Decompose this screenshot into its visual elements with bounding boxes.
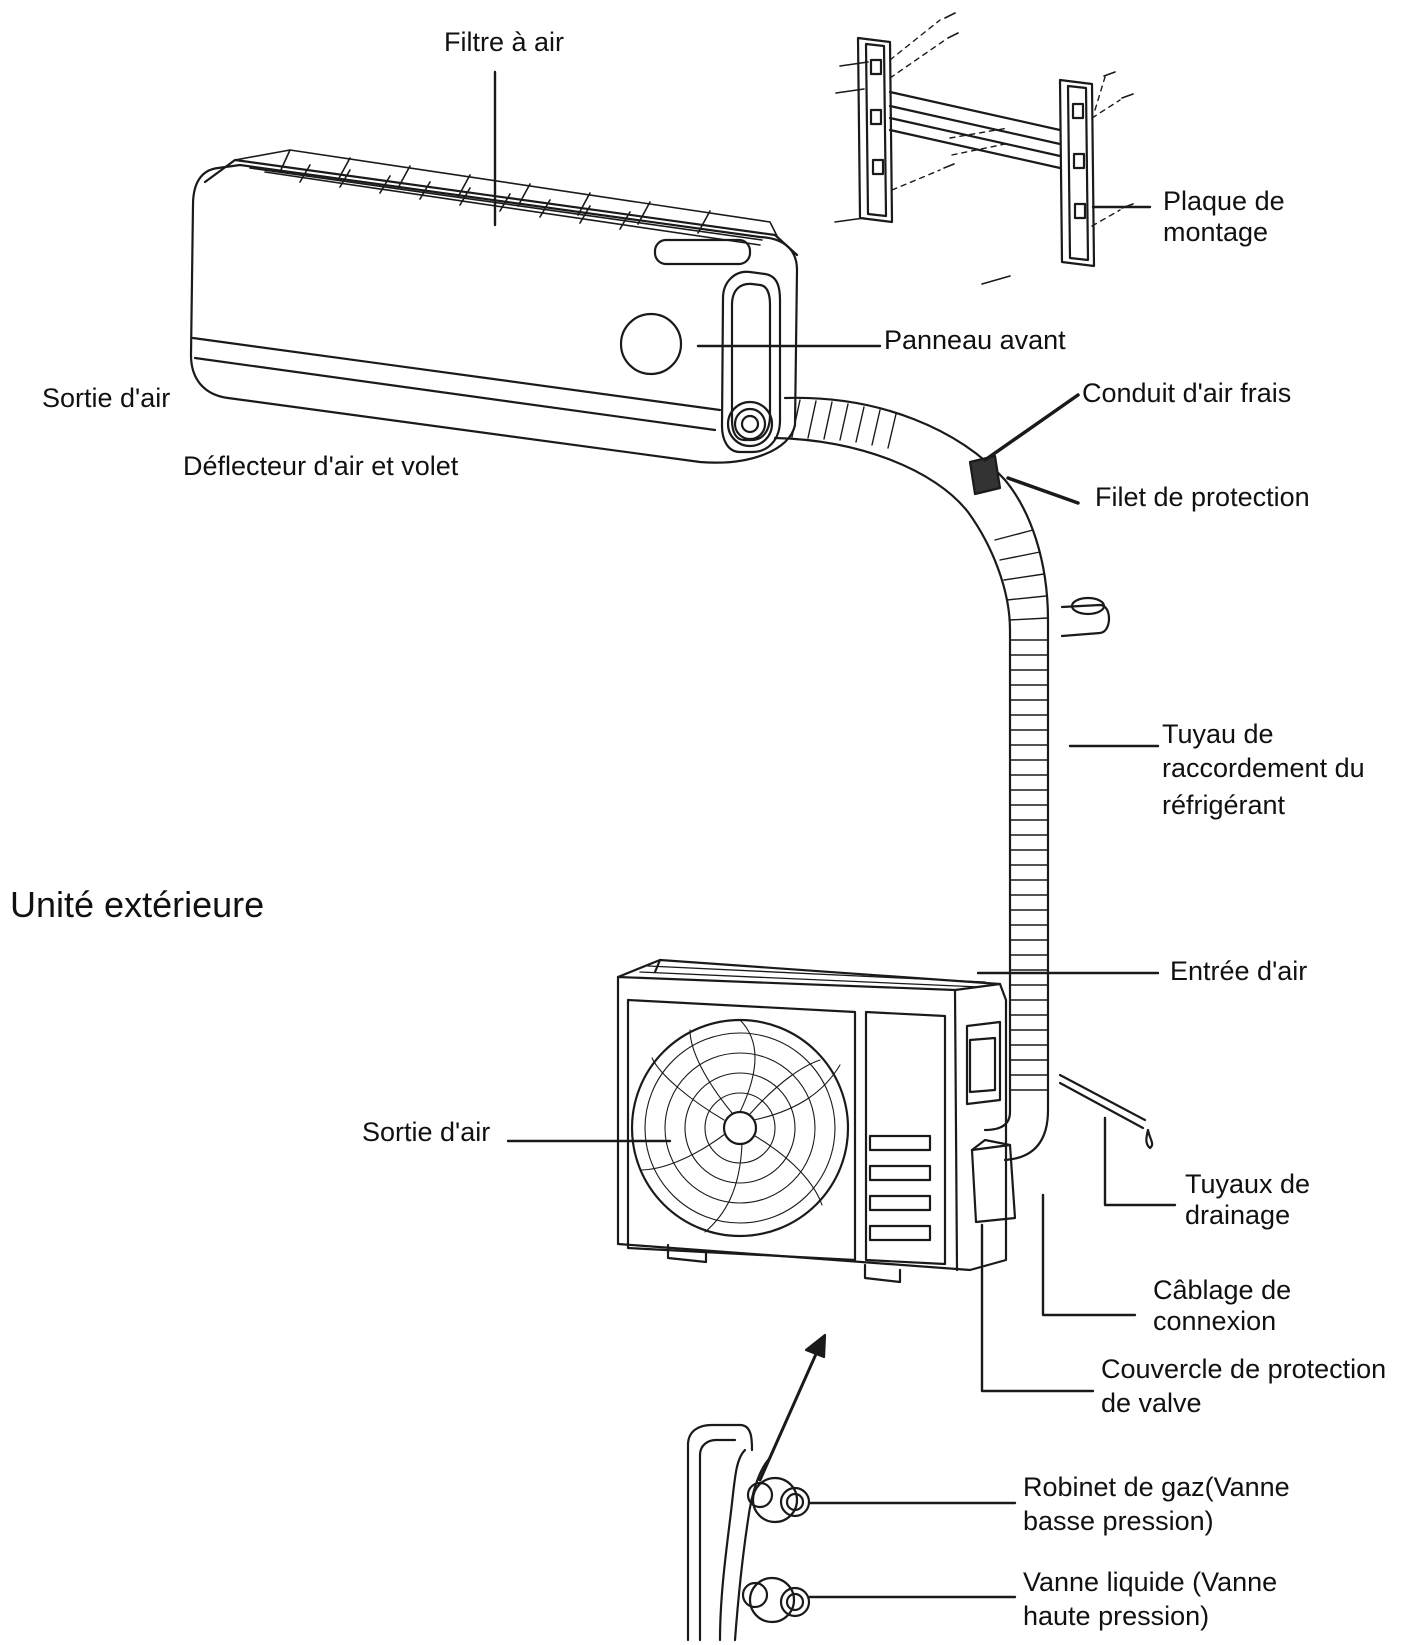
label-deflecteur: Déflecteur d'air et volet: [183, 451, 459, 481]
valve-detail: [686, 1333, 827, 1642]
label-tuyau-line1: Tuyau de: [1162, 719, 1274, 749]
label-sortie-air-indoor: Sortie d'air: [42, 383, 171, 413]
indoor-unit: [189, 149, 799, 464]
label-tuyau-line2: raccordement du: [1162, 753, 1365, 783]
label-conduit-air-frais: Conduit d'air frais: [1082, 378, 1292, 408]
label-couvercle-line2: de valve: [1101, 1388, 1202, 1418]
outdoor-unit: [616, 958, 1017, 1284]
label-vanne-liquide-line1: Vanne liquide (Vanne: [1023, 1567, 1278, 1597]
label-sortie-air-outdoor: Sortie d'air: [362, 1117, 491, 1147]
label-robinet-gaz-line1: Robinet de gaz(Vanne: [1023, 1472, 1290, 1502]
label-panneau-avant: Panneau avant: [884, 325, 1066, 355]
label-cablage-line2: connexion: [1153, 1306, 1277, 1336]
label-robinet-gaz-line2: basse pression): [1023, 1506, 1214, 1536]
label-couvercle-line1: Couvercle de protection: [1101, 1354, 1387, 1384]
label-entree-air: Entrée d'air: [1170, 956, 1308, 986]
label-plaque-montage-line2: montage: [1163, 217, 1269, 247]
label-unite-exterieure: Unité extérieure: [10, 884, 265, 925]
mounting-plate: [834, 12, 1134, 285]
drain-hose: [1058, 1073, 1154, 1150]
refrigerant-pipe: [773, 396, 1111, 1162]
label-drainage-line2: drainage: [1185, 1200, 1291, 1230]
label-plaque-montage-line1: Plaque de: [1163, 186, 1285, 216]
label-cablage-line1: Câblage de: [1153, 1275, 1292, 1305]
label-filtre-air: Filtre à air: [444, 27, 565, 57]
leader-lines: [493, 70, 1177, 1599]
label-filet-protection: Filet de protection: [1095, 482, 1310, 512]
label-vanne-liquide-line2: haute pression): [1023, 1601, 1210, 1631]
label-tuyau-line3: réfrigérant: [1162, 790, 1286, 820]
label-drainage-line1: Tuyaux de: [1185, 1169, 1311, 1199]
